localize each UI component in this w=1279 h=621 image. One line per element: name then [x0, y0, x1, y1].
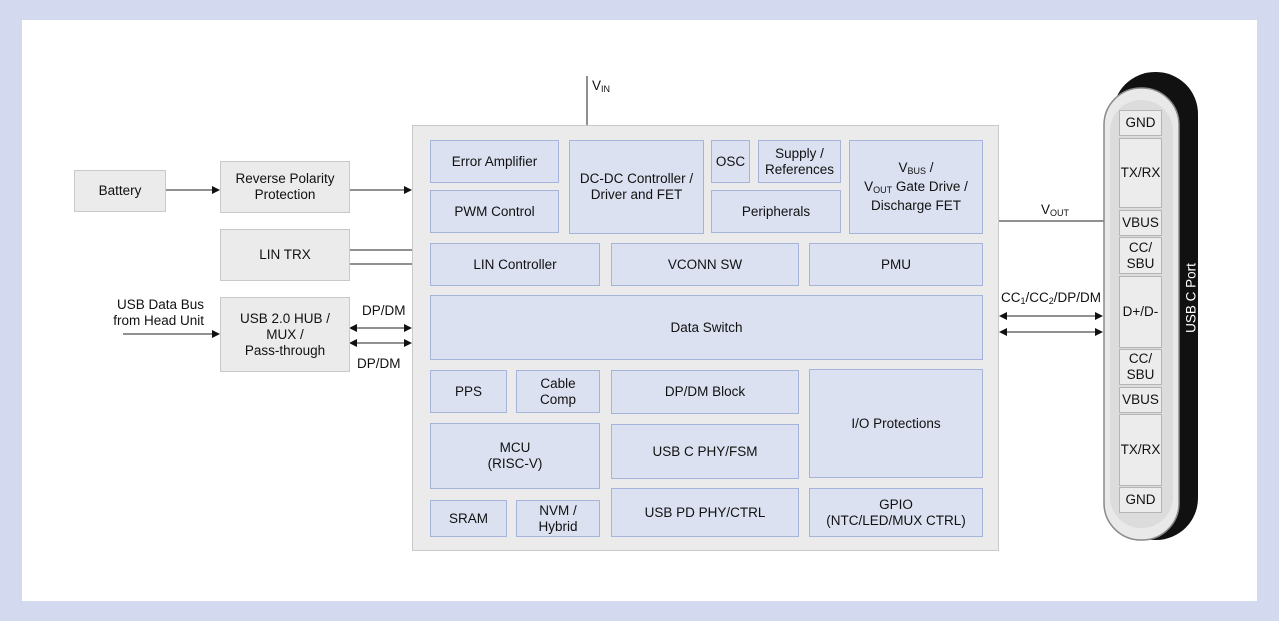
osc-block: OSC — [711, 140, 750, 183]
usb-c-pin-d-d: D+/D- — [1119, 276, 1162, 348]
usb-c-pin-vbus: VBUS — [1119, 387, 1162, 413]
lin-trx-label: LIN TRX — [259, 247, 311, 262]
cc-signal-label: CC1/CC2/DP/DM — [1001, 290, 1102, 306]
usb-c-pin-gnd: GND — [1119, 487, 1162, 513]
gpio-block: GPIO (NTC/LED/MUX CTRL) — [809, 488, 983, 537]
usb-c-phy-block: USB C PHY/FSM — [611, 424, 799, 479]
vin-label: VIN — [592, 78, 611, 94]
pmu-block: PMU — [809, 243, 983, 286]
usb-hub-block: USB 2.0 HUB / MUX / Pass-through — [220, 297, 350, 372]
usb-data-bus-label: USB Data Bus from Head Unit — [113, 297, 204, 328]
cable-comp-block: Cable Comp — [516, 370, 600, 413]
reverse-polarity-block: Reverse Polarity Protection — [220, 161, 350, 213]
peripherals-block: Peripherals — [711, 190, 841, 233]
vbus-gate-drive-block: VBUS / VOUT Gate Drive / Discharge FET — [849, 140, 983, 234]
dpdm-label-bottom: DP/DM — [357, 356, 401, 371]
pps-block: PPS — [430, 370, 507, 413]
io-protections-block: I/O Protections — [809, 369, 983, 478]
data-switch-block: Data Switch — [430, 295, 983, 360]
dpdm-block: DP/DM Block — [611, 370, 799, 414]
usb-c-pin-vbus: VBUS — [1119, 210, 1162, 236]
usb-pd-phy-block: USB PD PHY/CTRL — [611, 488, 799, 537]
dpdm-label-top: DP/DM — [362, 303, 406, 318]
dcdc-controller-block: DC-DC Controller / Driver and FET — [569, 140, 704, 234]
usb-c-pin-tx-rx: TX/RX — [1119, 414, 1162, 486]
pwm-control-block: PWM Control — [430, 190, 559, 233]
vout-label: VOUT — [1041, 202, 1070, 218]
sram-block: SRAM — [430, 500, 507, 537]
lin-trx-block: LIN TRX — [220, 229, 350, 281]
usb-c-pin-tx-rx: TX/RX — [1119, 138, 1162, 208]
supply-references-block: Supply / References — [758, 140, 841, 183]
usb-c-pin-cc-sbu: CC/ SBU — [1119, 237, 1162, 274]
usb-c-pin-gnd: GND — [1119, 110, 1162, 136]
usb-hub-label: USB 2.0 HUB / MUX / Pass-through — [239, 310, 331, 358]
mcu-block: MCU (RISC-V) — [430, 423, 600, 489]
nvm-block: NVM / Hybrid — [516, 500, 600, 537]
reverse-polarity-label: Reverse Polarity Protection — [235, 171, 335, 202]
battery-label: Battery — [98, 183, 142, 198]
vconn-sw-block: VCONN SW — [611, 243, 799, 286]
error-amplifier-block: Error Amplifier — [430, 140, 559, 183]
battery-block: Battery — [74, 170, 166, 212]
usb-c-pin-cc-sbu: CC/ SBU — [1119, 349, 1162, 385]
lin-controller-block: LIN Controller — [430, 243, 600, 286]
